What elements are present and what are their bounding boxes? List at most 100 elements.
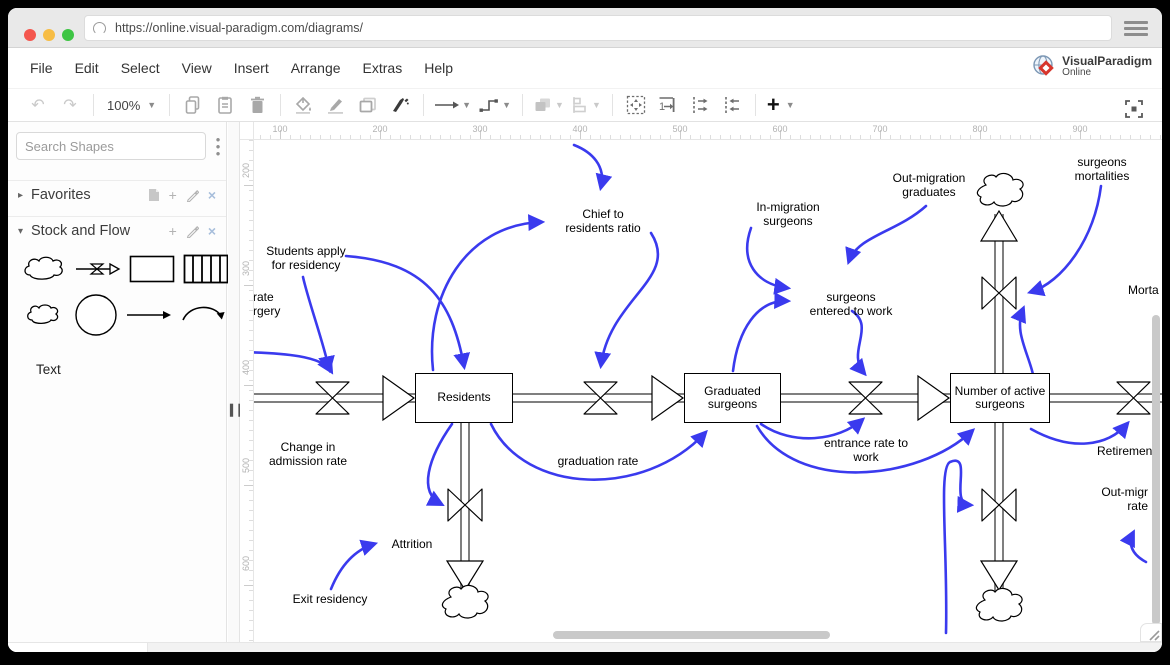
- label-exit-residency[interactable]: Exit residency: [292, 592, 368, 606]
- search-input[interactable]: [25, 138, 201, 154]
- stock-graduated-surgeons[interactable]: Graduated surgeons: [684, 373, 781, 423]
- valve-entrance[interactable]: [848, 381, 883, 415]
- cloud-sink-residents[interactable]: [441, 584, 489, 619]
- url-text[interactable]: https://online.visual-paradigm.com/diagr…: [115, 21, 364, 35]
- label-graduation-rate[interactable]: graduation rate: [557, 454, 639, 468]
- arrange-front-icon[interactable]: ▼: [534, 93, 564, 117]
- align-icon[interactable]: ▼: [572, 93, 601, 117]
- hruler-700: 700: [872, 124, 888, 134]
- visual-paradigm-logo[interactable]: VisualParadigm Online: [1032, 54, 1152, 80]
- delete-icon[interactable]: [245, 93, 269, 117]
- connection-arrow-style[interactable]: ▼: [435, 93, 471, 117]
- label-out-migration-rate-clipped[interactable]: Out-migr rate: [1101, 485, 1148, 513]
- zoom-level-dropdown[interactable]: 100%▼: [107, 97, 157, 113]
- panel-more-icon[interactable]: •••: [215, 132, 221, 161]
- shape-cloud[interactable]: [21, 247, 67, 291]
- insert-column-icon[interactable]: [688, 93, 712, 117]
- menu-file[interactable]: File: [30, 60, 53, 76]
- favorites-file-icon[interactable]: [148, 188, 160, 202]
- minimize-window-button[interactable]: [43, 29, 55, 41]
- url-bar[interactable]: https://online.visual-paradigm.com/diagr…: [84, 15, 1112, 41]
- favorites-edit-icon[interactable]: [186, 189, 199, 202]
- stockflow-edit-icon[interactable]: [186, 225, 199, 238]
- shape-conveyor[interactable]: [183, 247, 229, 291]
- label-retirement-clipped[interactable]: Retiremen: [1097, 444, 1153, 458]
- valve-out-migration[interactable]: [981, 488, 1017, 522]
- label-surgeons-entered-work[interactable]: surgeons entered to work: [809, 290, 893, 318]
- svg-text:1: 1: [659, 101, 665, 113]
- search-shapes-box[interactable]: [16, 132, 206, 160]
- valve-retirement[interactable]: [1116, 381, 1151, 415]
- shape-stock[interactable]: [129, 247, 175, 291]
- section-stock-flow-label: Stock and Flow: [31, 223, 131, 239]
- shape-text-item[interactable]: Text: [36, 362, 61, 377]
- redo-icon[interactable]: ↷: [63, 97, 77, 114]
- label-attrition[interactable]: Attrition: [391, 537, 433, 551]
- menu-extras[interactable]: Extras: [362, 60, 403, 76]
- panel-resize-gutter[interactable]: ▍▍: [228, 122, 247, 642]
- browser-chrome: https://online.visual-paradigm.com/diagr…: [8, 8, 1162, 48]
- resize-grip[interactable]: [1140, 623, 1162, 642]
- shape-palette: [8, 246, 229, 338]
- shape-flow[interactable]: [75, 247, 121, 291]
- shape-curved-arrow[interactable]: [180, 293, 226, 337]
- cloud-sink-surgeons[interactable]: [975, 587, 1023, 622]
- stock-residents[interactable]: Residents: [415, 373, 513, 423]
- vertical-scrollbar[interactable]: [1152, 315, 1160, 625]
- label-in-migration-surgeons[interactable]: In-migration surgeons: [756, 200, 820, 228]
- cloud-source-top[interactable]: [976, 172, 1024, 207]
- section-stock-and-flow[interactable]: ▾ Stock and Flow + ×: [8, 216, 226, 245]
- label-chief-residents-ratio[interactable]: Chief to residents ratio: [565, 207, 641, 235]
- stock-number-active-surgeons[interactable]: Number of active surgeons: [950, 373, 1050, 423]
- valve-admission[interactable]: [315, 381, 350, 415]
- collapse-arrow-icon[interactable]: ▸: [18, 189, 24, 201]
- shape-connector-arrow[interactable]: [126, 293, 172, 337]
- label-surgeons-mortalities[interactable]: surgeons mortalities: [1074, 155, 1130, 183]
- expand-arrow-icon[interactable]: ▾: [18, 225, 24, 237]
- label-change-admission-rate[interactable]: Change in admission rate: [268, 440, 348, 468]
- favorites-add-icon[interactable]: +: [168, 187, 177, 203]
- label-out-migration-graduates[interactable]: Out-migration graduates: [892, 171, 966, 199]
- menu-edit[interactable]: Edit: [74, 60, 99, 76]
- menu-view[interactable]: View: [181, 60, 212, 76]
- close-window-button[interactable]: [24, 29, 36, 41]
- section-favorites[interactable]: ▸ Favorites + ×: [8, 180, 226, 209]
- browser-menu-icon[interactable]: [1124, 21, 1148, 36]
- shape-converter[interactable]: [74, 293, 119, 337]
- label-entrance-rate-work[interactable]: entrance rate to work: [823, 436, 909, 464]
- shape-style-icon[interactable]: [356, 93, 380, 117]
- hruler-100: 100: [272, 124, 288, 134]
- label-students-apply[interactable]: Students apply for residency: [266, 244, 346, 272]
- valve-attrition[interactable]: [447, 488, 483, 522]
- insert-row-icon[interactable]: [720, 93, 744, 117]
- horizontal-scrollbar[interactable]: [553, 631, 830, 639]
- toolbar: ↶ ↷ 100%▼ ▼ ▼: [8, 88, 1162, 122]
- shape-cloud-small[interactable]: [21, 293, 66, 337]
- menu-help[interactable]: Help: [424, 60, 454, 76]
- valve-graduation[interactable]: [583, 381, 618, 415]
- zoom-level-value: 100%: [107, 97, 141, 113]
- format-painter-icon[interactable]: [388, 93, 412, 117]
- menu-select[interactable]: Select: [120, 60, 160, 76]
- reload-icon[interactable]: [93, 21, 106, 35]
- stockflow-close-icon[interactable]: ×: [207, 223, 216, 239]
- paste-icon[interactable]: [213, 93, 237, 117]
- menu-insert[interactable]: Insert: [233, 60, 269, 76]
- valve-mortality[interactable]: [981, 276, 1017, 310]
- autosize-icon[interactable]: 1: [656, 93, 680, 117]
- diagram-canvas[interactable]: Residents Graduated surgeons Number of a…: [240, 122, 1162, 642]
- label-mortality-clipped[interactable]: Morta: [1128, 283, 1159, 297]
- zoom-window-button[interactable]: [62, 29, 74, 41]
- line-color-icon[interactable]: [324, 93, 348, 117]
- undo-icon[interactable]: ↶: [31, 97, 45, 114]
- stockflow-add-icon[interactable]: +: [168, 223, 177, 239]
- menu-arrange[interactable]: Arrange: [290, 60, 341, 76]
- fill-color-icon[interactable]: [292, 93, 316, 117]
- connector-style[interactable]: ▼: [479, 93, 511, 117]
- fit-page-icon[interactable]: [624, 93, 648, 117]
- copy-icon[interactable]: [181, 93, 205, 117]
- insert-shape-icon[interactable]: +▼: [766, 92, 795, 117]
- favorites-close-icon[interactable]: ×: [207, 187, 216, 203]
- label-rate-surgery-clipped[interactable]: rate rgery: [253, 290, 281, 318]
- fullscreen-icon[interactable]: [1122, 97, 1146, 121]
